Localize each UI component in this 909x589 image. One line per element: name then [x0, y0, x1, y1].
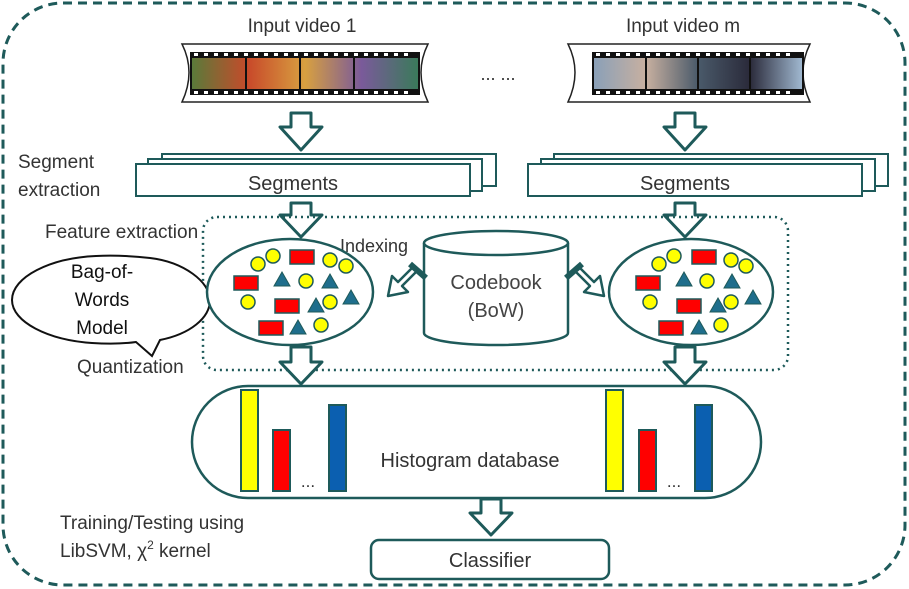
film-strip-video-1	[180, 43, 430, 103]
histogram-bar-left-blue	[328, 404, 347, 492]
histogram-bar-right-red	[638, 429, 657, 492]
feature-rectangles-right	[635, 249, 717, 336]
arrow-down-features-to-histogram-right	[662, 345, 708, 386]
indexing-label: Indexing	[340, 236, 408, 256]
segments-right-label: Segments	[640, 173, 730, 195]
classifier-label: Classifier	[449, 550, 532, 572]
film-strip-video-m	[566, 43, 812, 103]
callout-line-2: Words	[75, 290, 130, 311]
quantization-label: Quantization	[77, 357, 184, 378]
histogram-bar-left-red	[272, 429, 291, 492]
arrow-down-features-to-histogram-left	[278, 345, 324, 386]
segments-stack-right: Segments	[527, 153, 889, 197]
arrow-down-videom-to-segments	[662, 111, 708, 152]
videos-ellipsis: ... ...	[480, 64, 515, 84]
codebook-label-2: (BoW)	[468, 300, 525, 322]
feature-rectangles-left	[233, 249, 315, 336]
codebook-label-1: Codebook	[450, 272, 542, 294]
segments-stack-left: Segments	[135, 153, 497, 197]
input-video-1-label: Input video 1	[248, 16, 357, 37]
training-testing-label-2: LibSVM, χ2 kernel	[60, 538, 211, 562]
feature-ellipse-right	[607, 237, 775, 347]
feature-circles-right	[642, 248, 754, 333]
bag-of-words-callout: Bag-of- Words Model	[10, 254, 212, 358]
feature-ellipse-left	[205, 237, 375, 347]
histogram-bar-left-yellow	[240, 389, 259, 492]
histogram-database-label: Histogram database	[381, 450, 560, 472]
classifier-box: Classifier	[369, 538, 611, 581]
histogram-bar-right-blue	[694, 404, 713, 492]
segment-extraction-label-2: extraction	[18, 180, 100, 201]
arrow-down-histogram-to-classifier	[468, 497, 514, 537]
arrow-indexing-left	[386, 261, 428, 298]
feature-triangles-right	[675, 270, 762, 335]
histogram-bar-right-yellow	[605, 389, 624, 492]
feature-extraction-label: Feature extraction	[45, 222, 198, 243]
arrow-down-video1-to-segments	[278, 111, 324, 152]
arrow-down-segments-to-features-left	[278, 201, 324, 239]
arrow-down-segments-to-features-right	[662, 201, 708, 239]
histogram-dots-left: ...	[301, 472, 315, 491]
callout-line-3: Model	[76, 318, 128, 339]
feature-circles-left	[240, 248, 354, 333]
callout-line-1: Bag-of-	[71, 262, 133, 283]
arrow-indexing-right	[564, 261, 606, 298]
input-video-m-label: Input video m	[626, 16, 740, 37]
training-testing-label-1: Training/Testing using	[60, 513, 244, 534]
segment-extraction-label-1: Segment	[18, 152, 95, 173]
feature-triangles-left	[273, 270, 360, 335]
histogram-database: ... ... Histogram database	[190, 384, 763, 500]
histogram-dots-right: ...	[667, 472, 681, 491]
segments-left-label: Segments	[248, 173, 338, 195]
codebook-cylinder: Codebook (BoW)	[422, 229, 570, 347]
